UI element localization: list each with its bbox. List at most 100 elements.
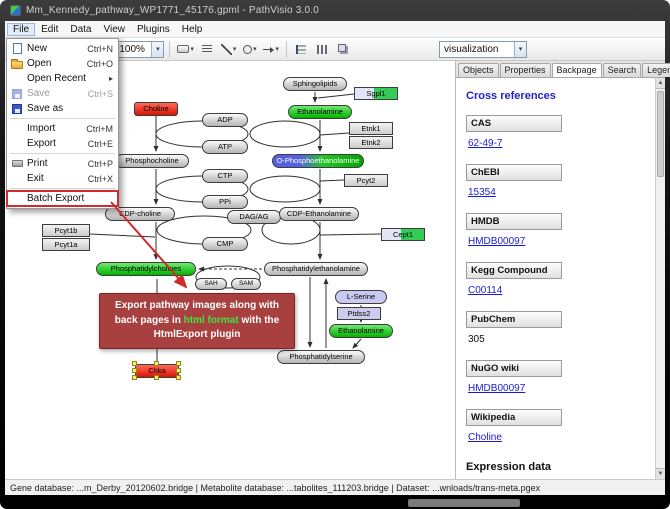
crossref-value: 305 — [468, 334, 485, 345]
stack-tool-icon — [338, 44, 347, 52]
pathway-node-sam[interactable]: SAM — [231, 278, 261, 290]
pathway-node-pcyt2[interactable]: Pcyt2 — [344, 174, 388, 187]
menu-file[interactable]: File — [7, 22, 36, 36]
menu-shortcut: Ctrl+P — [87, 158, 113, 169]
pathway-node-o-phosphoethanolamine[interactable]: O-Phosphoethanolamine — [272, 154, 364, 168]
pathway-node-cmp[interactable]: CMP — [202, 237, 248, 251]
chevron-down-icon[interactable]: ▾ — [151, 41, 164, 57]
zoom-combobox[interactable]: 100% ▾ — [114, 40, 165, 58]
menu-item-label: Open — [27, 58, 52, 69]
backpage-section-chebi: ChEBI 15354 — [466, 164, 649, 200]
annotation-text-before: Export pathway images along with back pa… — [114, 300, 279, 326]
pathway-node-phosphatidylethanolamine[interactable]: Phosphatidylethanolamine — [264, 262, 368, 276]
pathway-node-l-serine[interactable]: L-Serine — [335, 290, 387, 304]
menu-edit[interactable]: Edit — [41, 23, 59, 35]
selection-handle[interactable] — [176, 361, 181, 366]
datasource-header: ChEBI — [466, 164, 562, 181]
pathway-node-adp[interactable]: ADP — [202, 113, 248, 127]
pathway-node-phosphocholine[interactable]: Phosphocholine — [115, 154, 189, 168]
selection-handle[interactable] — [176, 368, 181, 373]
pathway-node-cept1[interactable]: Cept1 — [381, 228, 425, 241]
selection-handle[interactable] — [132, 368, 137, 373]
pathway-node-atp[interactable]: ATP — [202, 140, 248, 154]
tab-objects[interactable]: Objects — [458, 63, 499, 77]
pathway-node-sah[interactable]: SAH — [195, 278, 227, 290]
pathway-node-dag-ag[interactable]: DAG/AG — [227, 210, 281, 224]
pathway-node-sgpl1[interactable]: Sgpl1 — [354, 87, 398, 100]
pathway-node-sphingolipids[interactable]: Sphingolipids — [283, 77, 347, 91]
tab-properties[interactable]: Properties — [499, 63, 551, 77]
tab-search[interactable]: Search — [602, 63, 642, 77]
pathway-node-etnk1[interactable]: Etnk1 — [349, 122, 393, 135]
menu-plugins[interactable]: Plugins — [136, 23, 170, 35]
file-menu-item-print[interactable]: Print Ctrl+P — [7, 156, 118, 171]
pathway-node-cdp-choline[interactable]: CDP-choline — [105, 207, 175, 221]
datanode-tool-button[interactable]: ▾ — [175, 40, 196, 58]
stack-tool-button[interactable] — [334, 40, 353, 58]
pathway-node-pcyt1a[interactable]: Pcyt1a — [42, 238, 90, 251]
pathway-node-ethanolamine[interactable]: Ethanolamine — [329, 324, 393, 338]
selection-handle[interactable] — [154, 361, 159, 366]
crossref-link[interactable]: HMDB00097 — [468, 236, 526, 247]
pathway-node-ptdss2[interactable]: Ptdss2 — [337, 307, 381, 320]
pathway-node-ethanolamine[interactable]: Ethanolamine — [288, 105, 352, 119]
pathway-node-etnk2[interactable]: Etnk2 — [349, 136, 393, 149]
selection-handle[interactable] — [176, 375, 181, 380]
distribute-tool-button[interactable] — [313, 40, 332, 58]
tab-legend[interactable]: Legend — [642, 63, 670, 77]
saveas-icon — [10, 103, 24, 114]
scroll-down-icon[interactable]: ▼ — [656, 468, 665, 479]
menubar: File Edit Data View Plugins Help — [5, 21, 665, 38]
menu-item-label: Print — [27, 158, 48, 169]
file-menu-item-batch-export[interactable]: Batch Export — [6, 190, 119, 207]
zoom-value: 100% — [119, 43, 145, 55]
visualization-value: visualization — [444, 43, 499, 55]
menu-item-label: Open Recent — [27, 73, 86, 84]
menu-help[interactable]: Help — [181, 23, 203, 35]
label-tool-button[interactable] — [198, 40, 217, 58]
toolbar-separator — [285, 41, 287, 57]
chevron-down-icon: ▾ — [232, 46, 237, 53]
selection-handle[interactable] — [154, 375, 159, 380]
crossref-link[interactable]: Choline — [468, 432, 502, 443]
connector-tool-button[interactable]: ▾ — [261, 40, 281, 58]
pathway-node-phosphatidylserine[interactable]: Phosphatidylserine — [277, 350, 365, 364]
new-icon — [10, 43, 24, 54]
file-menu-item-open-recent[interactable]: Open Recent▸ — [7, 71, 118, 86]
file-menu-item-save-as[interactable]: Save as — [7, 101, 118, 116]
pathway-node-choline[interactable]: Choline — [134, 102, 178, 116]
pathway-node-phosphatidylcholines[interactable]: Phosphatidylcholines — [96, 262, 196, 276]
shape-tool-button[interactable]: ▾ — [240, 40, 259, 58]
chevron-down-icon[interactable]: ▾ — [514, 41, 526, 57]
crossref-link[interactable]: 62-49-7 — [468, 138, 503, 149]
pathway-node-ppi[interactable]: PPi — [202, 195, 248, 209]
pathway-node-pcyt1b[interactable]: Pcyt1b — [42, 224, 90, 237]
selection-handle[interactable] — [132, 375, 137, 380]
panel-scrollbar[interactable]: ▲ ▼ — [655, 78, 665, 479]
titlebar[interactable]: Mm_Kennedy_pathway_WP1771_45176.gpml - P… — [0, 0, 670, 21]
menu-view[interactable]: View — [103, 23, 125, 35]
scrollbar-thumb[interactable] — [657, 91, 664, 177]
statusbar: Gene database: ...m_Derby_20120602.bridg… — [5, 479, 665, 495]
crossref-link[interactable]: 15354 — [468, 187, 496, 198]
menu-data[interactable]: Data — [70, 23, 92, 35]
crossref-link[interactable]: C00114 — [468, 285, 503, 296]
crossref-link[interactable]: HMDB00097 — [468, 383, 526, 394]
align-tool-button[interactable] — [292, 40, 311, 58]
line-tool-button[interactable]: ▾ — [219, 40, 239, 58]
tab-backpage[interactable]: Backpage — [551, 63, 602, 77]
visualization-combobox[interactable]: visualization ▾ — [439, 40, 527, 58]
scroll-up-icon[interactable]: ▲ — [656, 78, 665, 89]
pathway-node-ctp[interactable]: CTP — [202, 169, 248, 183]
pathway-node-cdp-ethanolamine[interactable]: CDP-Ethanolamine — [279, 207, 359, 221]
selection-handle[interactable] — [132, 361, 137, 366]
sidepanel: ObjectsPropertiesBackpageSearchLegend Cr… — [455, 61, 670, 479]
